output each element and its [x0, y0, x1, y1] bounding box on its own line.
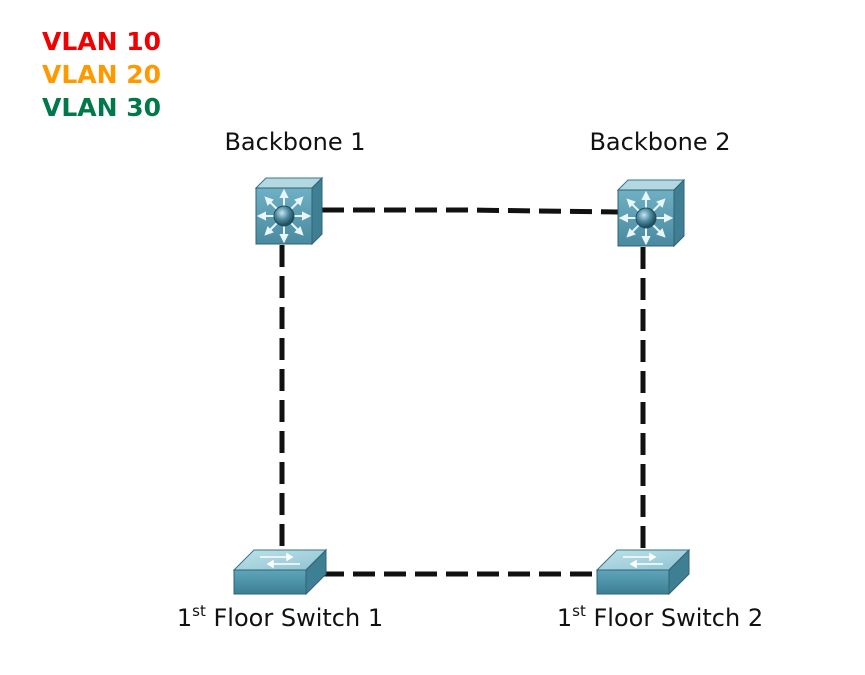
- floor-switch-2-label: 1st Floor Switch 2: [557, 602, 763, 632]
- link-backbone1-backbone2[interactable]: [322, 207, 619, 215]
- multilayer-switch-icon: [616, 178, 686, 248]
- switch-icon: [595, 548, 691, 596]
- backbone-2-label: Backbone 2: [589, 128, 730, 156]
- legend-vlan-10: VLAN 10: [42, 27, 161, 56]
- floor-switch-2-device[interactable]: [595, 548, 691, 596]
- legend-vlan-30: VLAN 30: [42, 93, 161, 122]
- multilayer-switch-icon: [254, 176, 324, 246]
- links: [279, 207, 646, 577]
- backbone-2-device[interactable]: [616, 178, 686, 248]
- legend-vlan-20: VLAN 20: [42, 60, 161, 89]
- floor-switch-1-device[interactable]: [232, 548, 328, 596]
- backbone-1-label: Backbone 1: [224, 128, 365, 156]
- switch-icon: [232, 548, 328, 596]
- floor-switch-1-label: 1st Floor Switch 1: [177, 602, 383, 632]
- vlan-legend: VLAN 10 VLAN 20 VLAN 30: [42, 27, 161, 122]
- backbone-1-device[interactable]: [254, 176, 324, 246]
